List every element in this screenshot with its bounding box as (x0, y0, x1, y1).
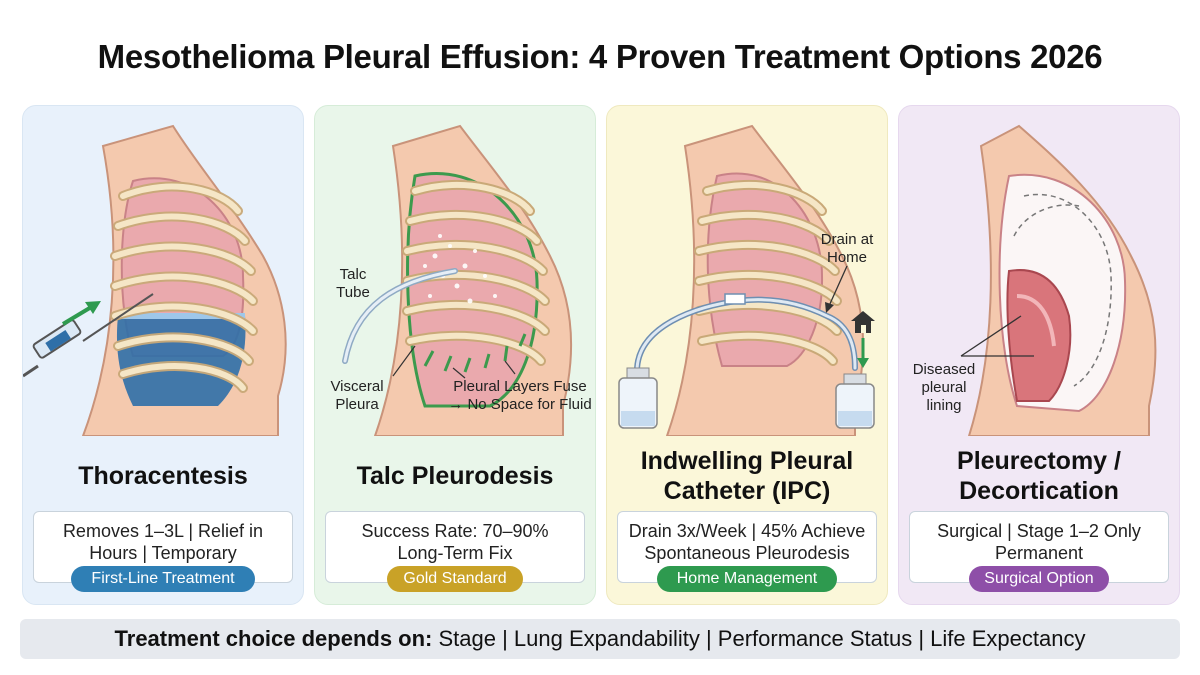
panel-title: Indwelling Pleural Catheter (IPC) (640, 447, 854, 505)
label-talc-tube: Talc Tube (336, 266, 370, 301)
label-drain-home: Drain at Home (820, 231, 874, 266)
footer-factors: Stage | Lung Expandability | Performance… (438, 626, 1086, 651)
desc-line-1: Removes 1–3L | Relief in (62, 521, 264, 541)
footer-bar: Treatment choice depends on: Stage | Lun… (20, 619, 1180, 659)
syringe-icon (23, 293, 154, 378)
panel-pleurectomy: Diseased pleural lining Pleurectomy / De… (898, 105, 1180, 605)
badge-first-line: First-Line Treatment (71, 566, 255, 592)
desc-line-2: Long-Term Fix (397, 543, 513, 563)
bottle-right (835, 373, 875, 429)
desc-line-1: Drain 3x/Week | 45% Achieve (628, 521, 866, 541)
desc-line-2: Hours | Temporary (89, 543, 237, 563)
panel-title: Thoracentesis (78, 462, 248, 490)
arrow-icon (857, 338, 869, 368)
footer-lead: Treatment choice depends on: (114, 626, 433, 651)
panel-thoracentesis: Thoracentesis Removes 1–3L | Relief in H… (22, 105, 304, 605)
panel-title: Talc Pleurodesis (356, 462, 554, 490)
pleurectomy-illustration (960, 124, 1157, 436)
desc-line-1: Surgical | Stage 1–2 Only (937, 521, 1141, 541)
label-diseased-lining: Diseased pleural lining (912, 361, 976, 414)
panel-talc-pleurodesis: Talc Tube Visceral Pleura Pleural Layers… (314, 105, 596, 605)
badge-surgical-option: Surgical Option (969, 566, 1109, 592)
thoracentesis-illustration (23, 124, 287, 436)
desc-line-2: Spontaneous Pleurodesis (644, 543, 850, 563)
arrow-icon (61, 301, 101, 326)
label-visceral-pleura: Visceral Pleura (330, 378, 384, 413)
ipc-illustration (618, 124, 875, 436)
panel-title: Pleurectomy / Decortication (957, 447, 1121, 505)
label-layers-fuse: Pleural Layers Fuse → No Space for Fluid (448, 378, 592, 413)
desc-line-1: Success Rate: 70–90% (361, 521, 549, 541)
badge-gold-standard: Gold Standard (387, 566, 523, 592)
page-title: Mesothelioma Pleural Effusion: 4 Proven … (97, 38, 1103, 75)
home-icon (851, 311, 875, 333)
panel-ipc: Drain at Home Indwelling Pleural Cathete… (606, 105, 888, 605)
desc-line-2: Permanent (994, 543, 1084, 563)
badge-home-management: Home Management (657, 566, 837, 592)
bottle-left (618, 367, 658, 429)
talc-pleurodesis-illustration (342, 124, 573, 436)
